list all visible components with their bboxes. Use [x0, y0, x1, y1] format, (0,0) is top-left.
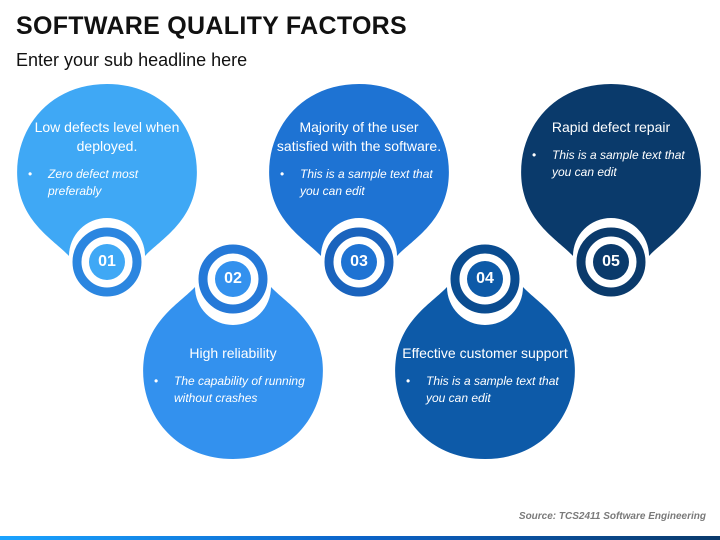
factor-bullet-04: This is a sample text that you can edit	[406, 373, 570, 407]
factor-card-03: Majority of the user satisfied with the …	[274, 118, 444, 200]
factor-bullets-04: This is a sample text that you can edit	[400, 373, 570, 407]
factor-core-01	[89, 244, 125, 280]
factor-bullets-03: This is a sample text that you can edit	[274, 166, 444, 200]
factor-bullet-05: This is a sample text that you can edit	[532, 147, 696, 181]
factor-number-04: 04	[476, 270, 494, 287]
page-subtitle: Enter your sub headline here	[16, 50, 248, 70]
factor-bullet-03: This is a sample text that you can edit	[280, 166, 444, 200]
factor-bullets-01: Zero defect most preferably	[22, 166, 192, 200]
factor-core-02	[215, 261, 251, 297]
factor-number-03: 03	[350, 253, 368, 270]
factor-heading-02: High reliability	[189, 345, 277, 361]
factor-number-05: 05	[602, 253, 620, 270]
factor-card-04: Effective customer support This is a sam…	[400, 344, 570, 407]
factor-number-02: 02	[224, 270, 242, 287]
factor-heading-01: Low defects level when deployed.	[34, 119, 180, 154]
factor-core-04	[467, 261, 503, 297]
factor-bullet-01: Zero defect most preferably	[28, 166, 192, 200]
source-note: Source: TCS2411 Software Engineering	[518, 511, 706, 522]
factor-card-01: Low defects level when deployed. Zero de…	[22, 118, 192, 200]
factor-core-03	[341, 244, 377, 280]
factor-bullets-05: This is a sample text that you can edit	[526, 147, 696, 181]
factor-number-01: 01	[98, 253, 116, 270]
factor-core-05	[593, 244, 629, 280]
factor-card-05: Rapid defect repair This is a sample tex…	[526, 118, 696, 181]
factor-bullets-02: The capability of running without crashe…	[148, 373, 318, 407]
factor-bullet-02: The capability of running without crashe…	[154, 373, 318, 407]
bottom-accent-bar	[0, 536, 720, 540]
factor-heading-03: Majority of the user satisfied with the …	[276, 119, 442, 154]
factor-heading-05: Rapid defect repair	[551, 119, 671, 135]
page-title: SOFTWARE QUALITY FACTORS	[16, 12, 408, 40]
factor-heading-04: Effective customer support	[402, 345, 568, 361]
factor-card-02: High reliability The capability of runni…	[148, 344, 318, 407]
